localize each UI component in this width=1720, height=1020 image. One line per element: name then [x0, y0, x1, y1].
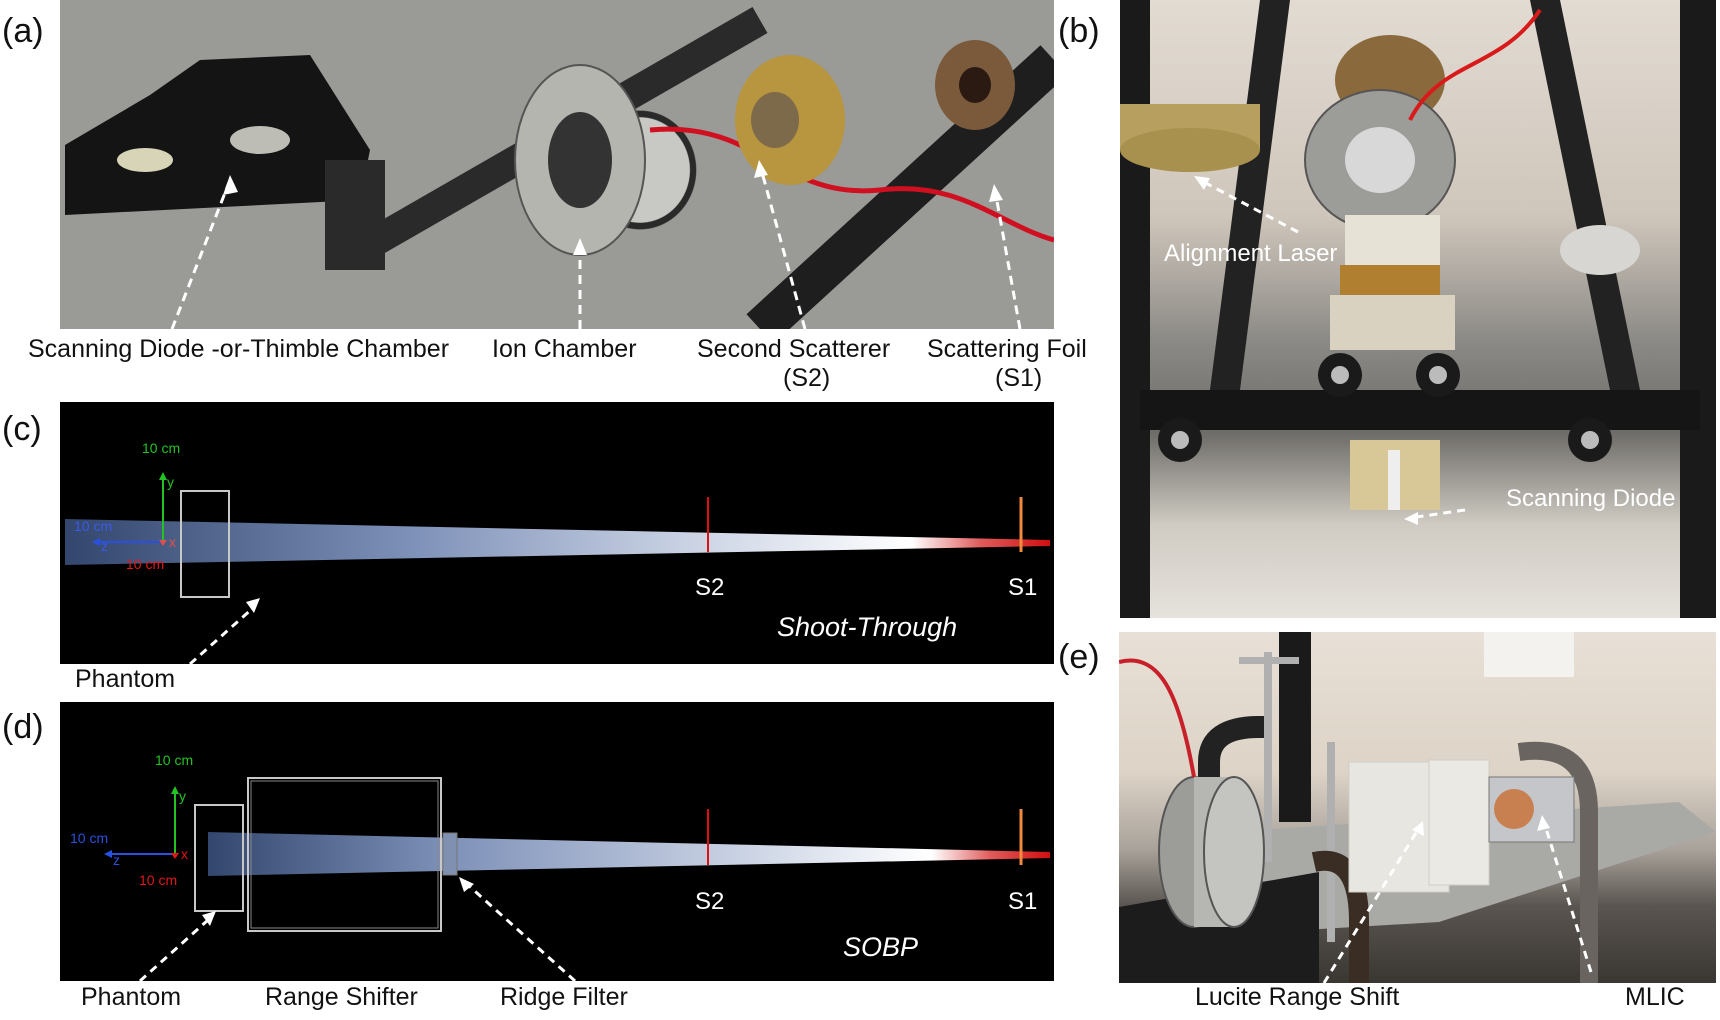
marker-s2: S2: [695, 574, 725, 601]
panel-label-a: (a): [2, 12, 44, 50]
callout-scattering-foil: Scattering Foil: [927, 335, 1087, 363]
callout-second-scatterer-sub: (S2): [783, 364, 831, 392]
callout-scanning-diode-b: Scanning Diode: [1506, 485, 1676, 512]
callout-lucite-range-shift: Lucite Range Shift: [1195, 983, 1400, 1011]
axis-z-length: 10 cm: [74, 518, 113, 534]
mode-label-sobp: SOBP: [843, 932, 919, 962]
panel-label-d: (d): [2, 708, 44, 746]
callout-scanning-diode: Scanning Diode -or-Thimble Chamber: [28, 335, 450, 363]
panel-b-photo: Alignment Laser Scanning Diode: [1120, 0, 1716, 618]
marker-s1: S1: [1008, 574, 1038, 601]
axis-x-label-d: x: [181, 846, 188, 862]
panel-c-diagram: 10 cm y 10 cm z x 10 cm S2 S1 Shoot-Thro…: [60, 402, 1054, 664]
panel-d-diagram: 10 cm y 10 cm z x 10 cm S2 S1 SOBP: [60, 702, 1054, 981]
axis-x-label: x: [169, 534, 176, 550]
marker-s1-d: S1: [1008, 888, 1038, 915]
callout-alignment-laser: Alignment Laser: [1164, 240, 1338, 267]
axis-z-label: z: [101, 538, 108, 554]
axis-y-label: y: [167, 474, 174, 490]
axis-y-label-d: y: [179, 788, 186, 804]
callout-mlic: MLIC: [1625, 983, 1685, 1011]
callout-ion-chamber: Ion Chamber: [492, 335, 637, 363]
marker-s2-d: S2: [695, 888, 725, 915]
axis-z-label-d: z: [113, 852, 120, 868]
callout-ridge-filter: Ridge Filter: [500, 983, 628, 1011]
axis-x-length: 10 cm: [126, 556, 165, 572]
panel-label-b: (b): [1058, 12, 1100, 50]
callout-second-scatterer: Second Scatterer: [697, 335, 891, 363]
axis-x-length-d: 10 cm: [139, 872, 178, 888]
callout-scattering-foil-sub: (S1): [995, 364, 1043, 392]
mode-label-shoot-through: Shoot-Through: [777, 612, 958, 642]
callout-range-shifter: Range Shifter: [265, 983, 418, 1011]
callout-phantom-d: Phantom: [81, 983, 182, 1011]
panel-e-photo: [1119, 632, 1716, 983]
panel-label-c: (c): [2, 410, 42, 448]
panel-a-photo: [60, 0, 1054, 329]
axis-z-length-d: 10 cm: [70, 830, 109, 846]
axis-y-length: 10 cm: [142, 440, 181, 456]
panel-label-e: (e): [1058, 638, 1100, 676]
axis-y-length-d: 10 cm: [155, 752, 194, 768]
callout-phantom-c: Phantom: [75, 665, 176, 693]
